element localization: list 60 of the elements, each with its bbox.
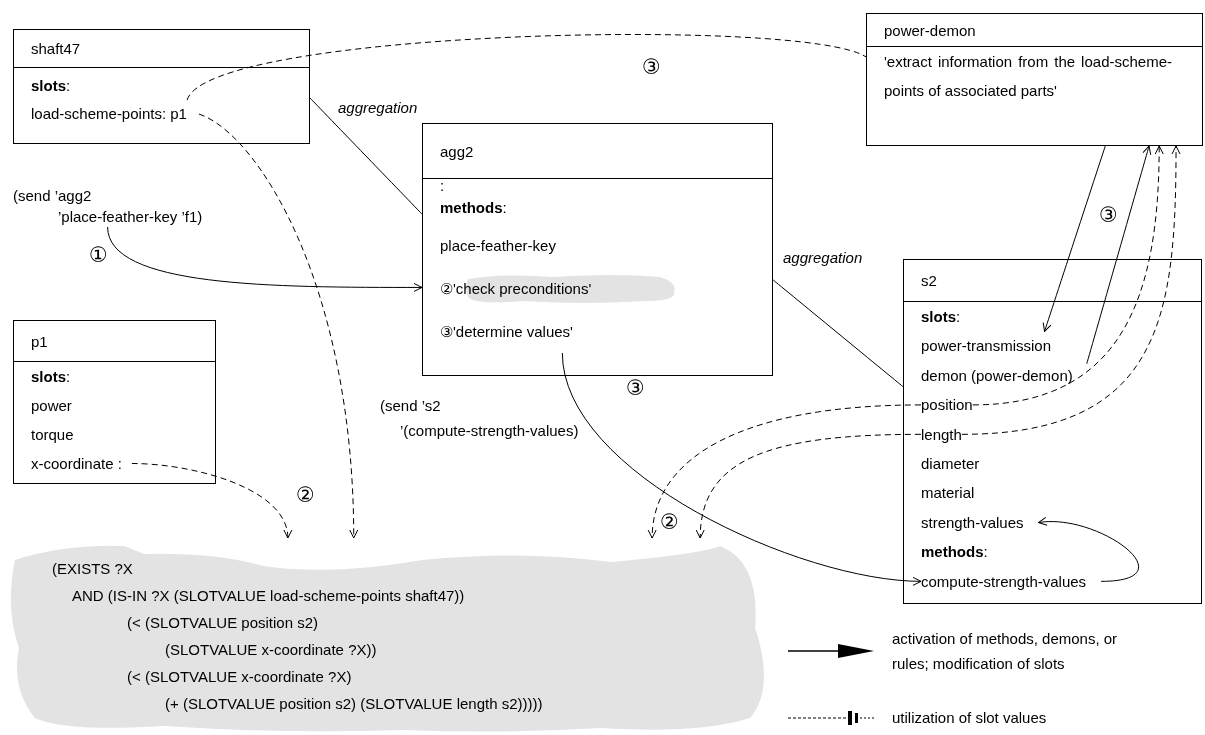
edge-label: aggregation: [338, 98, 418, 118]
legend-text: activation of methods, demons, or rules; modification of slots: [892, 629, 1119, 674]
object-name: s2: [904, 260, 1201, 302]
slot-name: x-coordinate :: [31, 449, 132, 478]
slot-label: methods:: [921, 542, 988, 563]
method-name: compute-strength-values: [921, 566, 1087, 597]
step-number: ②: [296, 483, 315, 507]
dashed-arrow: [648, 404, 922, 539]
slot-label: methods:: [440, 198, 507, 218]
slot-name: strength-values: [921, 507, 1024, 538]
demon-description: 'extract information from the load-scheme-points of associated parts': [884, 52, 1172, 101]
slot-label: slots:: [31, 76, 71, 96]
slot-label: slots:: [921, 307, 961, 327]
slot-label: power: [31, 396, 72, 416]
arrow: [1042, 145, 1106, 332]
code-line: (< (SLOTVALUE x-coordinate ?X): [126, 667, 352, 687]
arrow: [1086, 145, 1152, 365]
slot-name: load-scheme-points: p1: [31, 100, 199, 128]
slot-name: demon (power-demon): [921, 360, 1087, 391]
object-name: shaft47: [14, 30, 309, 68]
arrow: [107, 226, 423, 292]
slot-name: position: [921, 390, 973, 420]
slot-label: torque: [31, 425, 74, 445]
slot-name: power-transmission: [921, 331, 1052, 361]
code-line: AND (IS-IN ?X (SLOTVALUE load-scheme-points shaft47)): [71, 586, 465, 606]
step-number: ③: [642, 55, 661, 79]
dashed-arrow: [131, 463, 292, 539]
code-line: (+ (SLOTVALUE position s2) (SLOTVALUE length s2))))): [164, 694, 543, 714]
slot-name: length: [921, 419, 962, 450]
method-name: ③'determine values': [440, 310, 573, 353]
object-box: [13, 29, 310, 144]
slot-label: diameter: [921, 454, 980, 475]
object-name: agg2: [423, 124, 772, 179]
demon-box: [866, 13, 1203, 146]
legend-text: utilization of slot values: [892, 708, 1048, 728]
slot-label: material: [921, 483, 975, 504]
arrow: [561, 352, 922, 586]
object-name: power-demon: [867, 14, 1202, 47]
object-box: [13, 320, 216, 484]
code-line: (SLOTVALUE x-coordinate ?X)): [164, 640, 377, 660]
object-box: [903, 259, 1202, 604]
dashed-arrow: [972, 145, 1164, 406]
slot-label: :: [440, 179, 445, 192]
slot-label: slots:: [31, 367, 71, 387]
step-number: ①: [89, 243, 108, 267]
step-number: ③: [626, 376, 645, 400]
object-box: [422, 123, 773, 376]
message-text: (send ’agg2 ’place-feather-key ’f1): [13, 185, 203, 227]
arrow: [1038, 517, 1139, 582]
step-number: ②: [660, 510, 679, 534]
object-name: p1: [14, 321, 215, 362]
code-line: (< (SLOTVALUE position s2): [126, 613, 319, 633]
dashed-arrow: [198, 113, 358, 539]
slot-label: place-feather-key: [440, 236, 556, 256]
edge-label: (send ’s2 ’(compute-strength-values): [380, 396, 579, 441]
dashed-arrow: [961, 145, 1181, 435]
dashed-arrow: [696, 433, 922, 539]
edge-label: aggregation: [783, 248, 863, 268]
code-line: (EXISTS ?X: [52, 559, 133, 579]
step-number: ③: [1099, 203, 1118, 227]
